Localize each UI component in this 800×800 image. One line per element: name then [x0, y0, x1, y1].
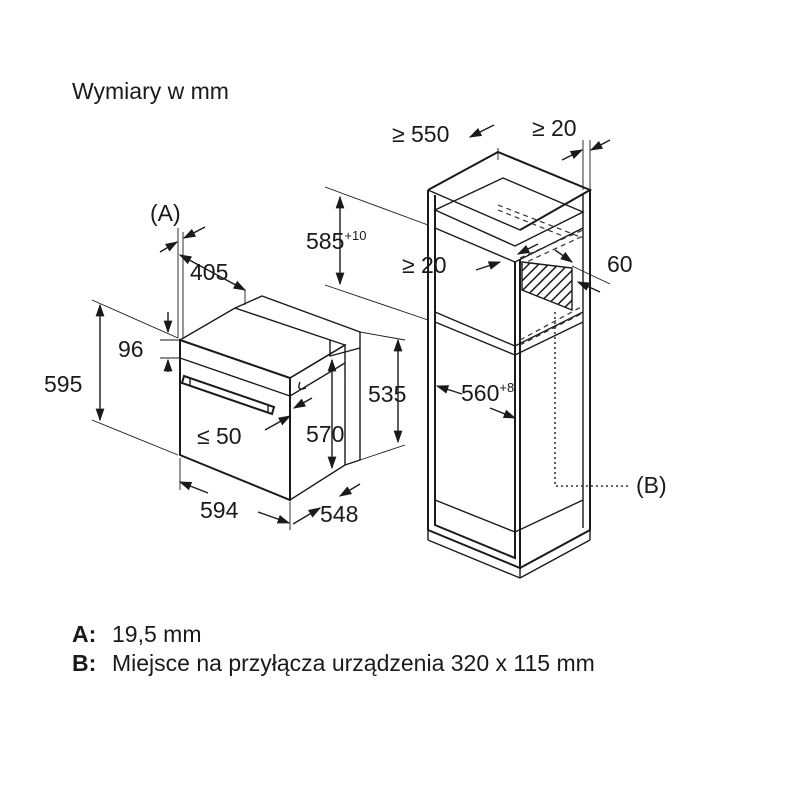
- oven-drawing: [178, 295, 361, 502]
- dim-594: 594: [200, 497, 239, 523]
- connection-area: [521, 261, 573, 312]
- dim-ge20-top: ≥ 20: [532, 115, 577, 141]
- dim-96: 96: [118, 336, 144, 362]
- dim-le50: ≤ 50: [197, 423, 242, 449]
- cabinet-dimensions: [324, 124, 611, 419]
- legend-text-b: Miejsce na przyłącza urządzenia 320 x 11…: [112, 650, 595, 676]
- dim-535: 535: [368, 381, 406, 407]
- label-a: (A): [150, 200, 181, 226]
- oven-handle: [180, 374, 276, 416]
- dim-570: 570: [306, 421, 344, 447]
- dim-ge550: ≥ 550: [392, 121, 449, 147]
- dim-560: 560+8: [461, 380, 514, 406]
- legend-row-b: B: Miejsce na przyłącza urządzenia 320 x …: [72, 649, 672, 678]
- dim-585: 585+10: [306, 228, 366, 254]
- dim-548: 548: [320, 501, 358, 527]
- oven-dimensions: [91, 226, 406, 530]
- label-b-leader: [554, 312, 628, 487]
- cabinet-drawing: [427, 150, 628, 579]
- legend-row-a: A: 19,5 mm: [72, 620, 672, 649]
- legend: A: 19,5 mm B: Miejsce na przyłącza urządze…: [72, 620, 672, 678]
- label-b: (B): [636, 472, 667, 498]
- legend-key-b: B:: [72, 650, 97, 676]
- dim-595: 595: [44, 371, 82, 397]
- legend-key-a: A:: [72, 621, 97, 647]
- diagram-title: Wymiary w mm: [72, 78, 229, 104]
- dim-60: 60: [607, 251, 633, 277]
- legend-text-a: 19,5 mm: [112, 621, 202, 647]
- dim-ge20: ≥ 20: [402, 252, 447, 278]
- dim-405: 405: [190, 259, 228, 285]
